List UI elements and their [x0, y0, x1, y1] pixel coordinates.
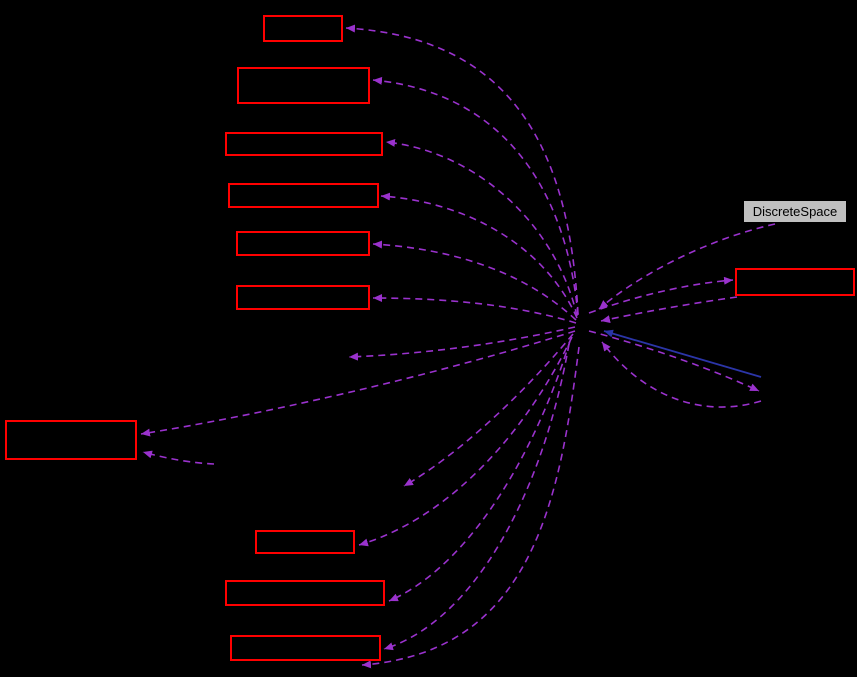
graph-node-bottom-1[interactable] — [255, 530, 355, 554]
graph-node-left-3[interactable] — [228, 183, 379, 208]
usage-edge — [348, 326, 576, 361]
graph-node-right[interactable] — [735, 268, 855, 296]
usage-edge — [601, 341, 762, 408]
graph-node-left-5[interactable] — [236, 285, 370, 310]
graph-node-discretespace[interactable]: DiscreteSpace — [743, 200, 847, 223]
usage-edge — [598, 223, 776, 310]
graph-node-far-left[interactable] — [5, 420, 137, 460]
usage-edge — [600, 296, 738, 324]
graph-node-top[interactable] — [263, 15, 343, 42]
graph-node-left-4[interactable] — [236, 231, 370, 256]
graph-node-bottom-3[interactable] — [230, 635, 381, 661]
usage-edge — [385, 138, 578, 317]
graph-node-left-1[interactable] — [237, 67, 370, 104]
inheritance-edge — [603, 329, 762, 378]
usage-edge — [383, 343, 570, 651]
usage-edge — [388, 340, 571, 602]
usage-edge — [361, 346, 580, 669]
usage-edge — [372, 294, 577, 324]
usage-edge — [380, 192, 578, 319]
usage-edge — [140, 330, 576, 437]
usage-edge — [358, 336, 573, 547]
usage-edge — [345, 24, 579, 315]
usage-edge — [588, 276, 734, 314]
usage-edge — [588, 330, 760, 392]
usage-edge — [403, 333, 574, 487]
usage-edge — [372, 76, 579, 316]
graph-node-bottom-2[interactable] — [225, 580, 385, 606]
usage-edge — [372, 240, 577, 321]
graph-node-left-2[interactable] — [225, 132, 383, 156]
node-label: DiscreteSpace — [752, 204, 838, 219]
usage-edge — [142, 450, 215, 465]
